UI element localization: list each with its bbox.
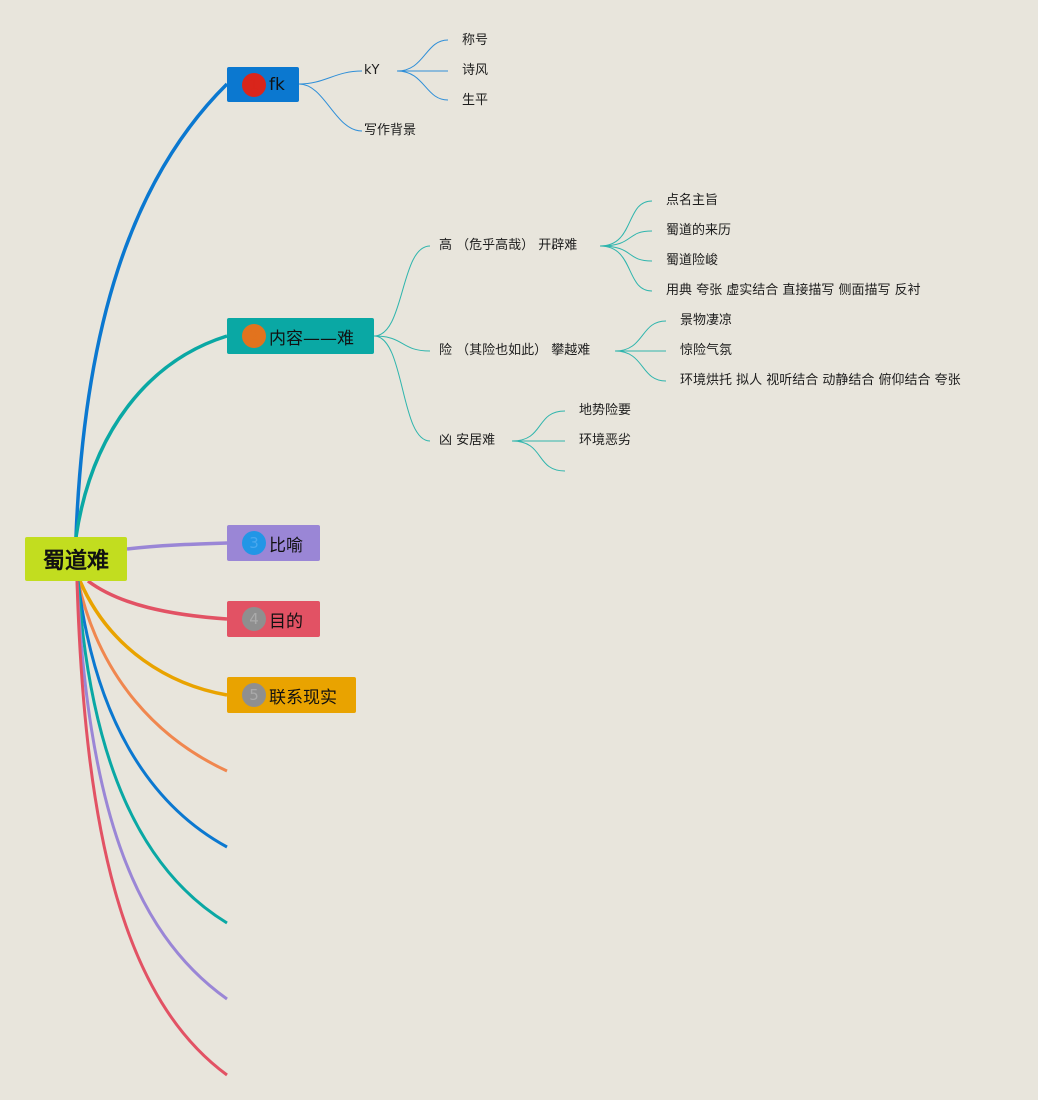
branch-number-badge: 5 xyxy=(242,683,266,707)
node-techniques-2[interactable]: 环境烘托 拟人 视听结合 动静结合 俯仰结合 夸张 xyxy=(680,373,961,388)
link-root-empty-4 xyxy=(75,580,228,1001)
node-high[interactable]: 高 （危乎高哉） 开辟难 xyxy=(439,238,578,253)
link-root-empty-2 xyxy=(76,580,228,849)
link-root-empty-1 xyxy=(76,580,228,773)
node-fierce[interactable]: 凶 安居难 xyxy=(439,433,496,448)
node-desolate-scene[interactable]: 景物凄凉 xyxy=(680,313,733,328)
node-main-theme[interactable]: 点名主旨 xyxy=(666,193,719,208)
branch-fk[interactable]: 1 fk xyxy=(227,67,299,102)
branch-purpose[interactable]: 4 目的 xyxy=(227,601,320,637)
branch-number-badge: 1 xyxy=(242,72,266,97)
branch-metaphor[interactable]: 3 比喻 xyxy=(227,525,320,561)
node-poetic-style[interactable]: 诗风 xyxy=(462,63,489,78)
branch-label: 比喻 xyxy=(269,535,303,556)
node-writing-background[interactable]: 写作背景 xyxy=(364,123,417,138)
link-root-content xyxy=(74,334,228,538)
branch-label: fk xyxy=(269,74,285,95)
branch-label: 联系现实 xyxy=(269,687,337,708)
branch-number-badge: 3 xyxy=(242,531,266,555)
branch-reality[interactable]: 5 联系现实 xyxy=(227,677,356,713)
node-dangerous[interactable]: 险 （其险也如此） 攀越难 xyxy=(439,343,591,358)
branch-content[interactable]: 2 内容——难 xyxy=(227,318,374,354)
link-root-reality xyxy=(78,580,228,697)
link-root-empty-5 xyxy=(75,580,228,1077)
node-origin[interactable]: 蜀道的来历 xyxy=(666,223,732,238)
root-node[interactable]: 蜀道难 xyxy=(25,537,127,581)
branch-label: 目的 xyxy=(269,611,303,632)
link-root-metaphor xyxy=(126,541,228,551)
node-thrilling-atmosphere[interactable]: 惊险气氛 xyxy=(680,343,733,358)
branch-label: 内容——难 xyxy=(269,328,354,349)
branch-number-badge: 2 xyxy=(242,324,266,348)
node-harsh-environment[interactable]: 环境恶劣 xyxy=(579,433,632,448)
link-root-empty-3 xyxy=(76,580,228,925)
root-label: 蜀道难 xyxy=(42,549,109,574)
link-root-fk xyxy=(74,82,229,538)
node-ky[interactable]: kY xyxy=(364,63,380,78)
node-terrain[interactable]: 地势险要 xyxy=(579,403,632,418)
node-techniques-1[interactable]: 用典 夸张 虚实结合 直接描写 侧面描写 反衬 xyxy=(666,283,921,298)
node-title[interactable]: 称号 xyxy=(462,33,489,48)
branch-number-badge: 4 xyxy=(242,607,266,631)
node-life[interactable]: 生平 xyxy=(462,93,489,108)
node-steep[interactable]: 蜀道险峻 xyxy=(666,253,719,268)
link-root-purpose xyxy=(86,579,228,621)
